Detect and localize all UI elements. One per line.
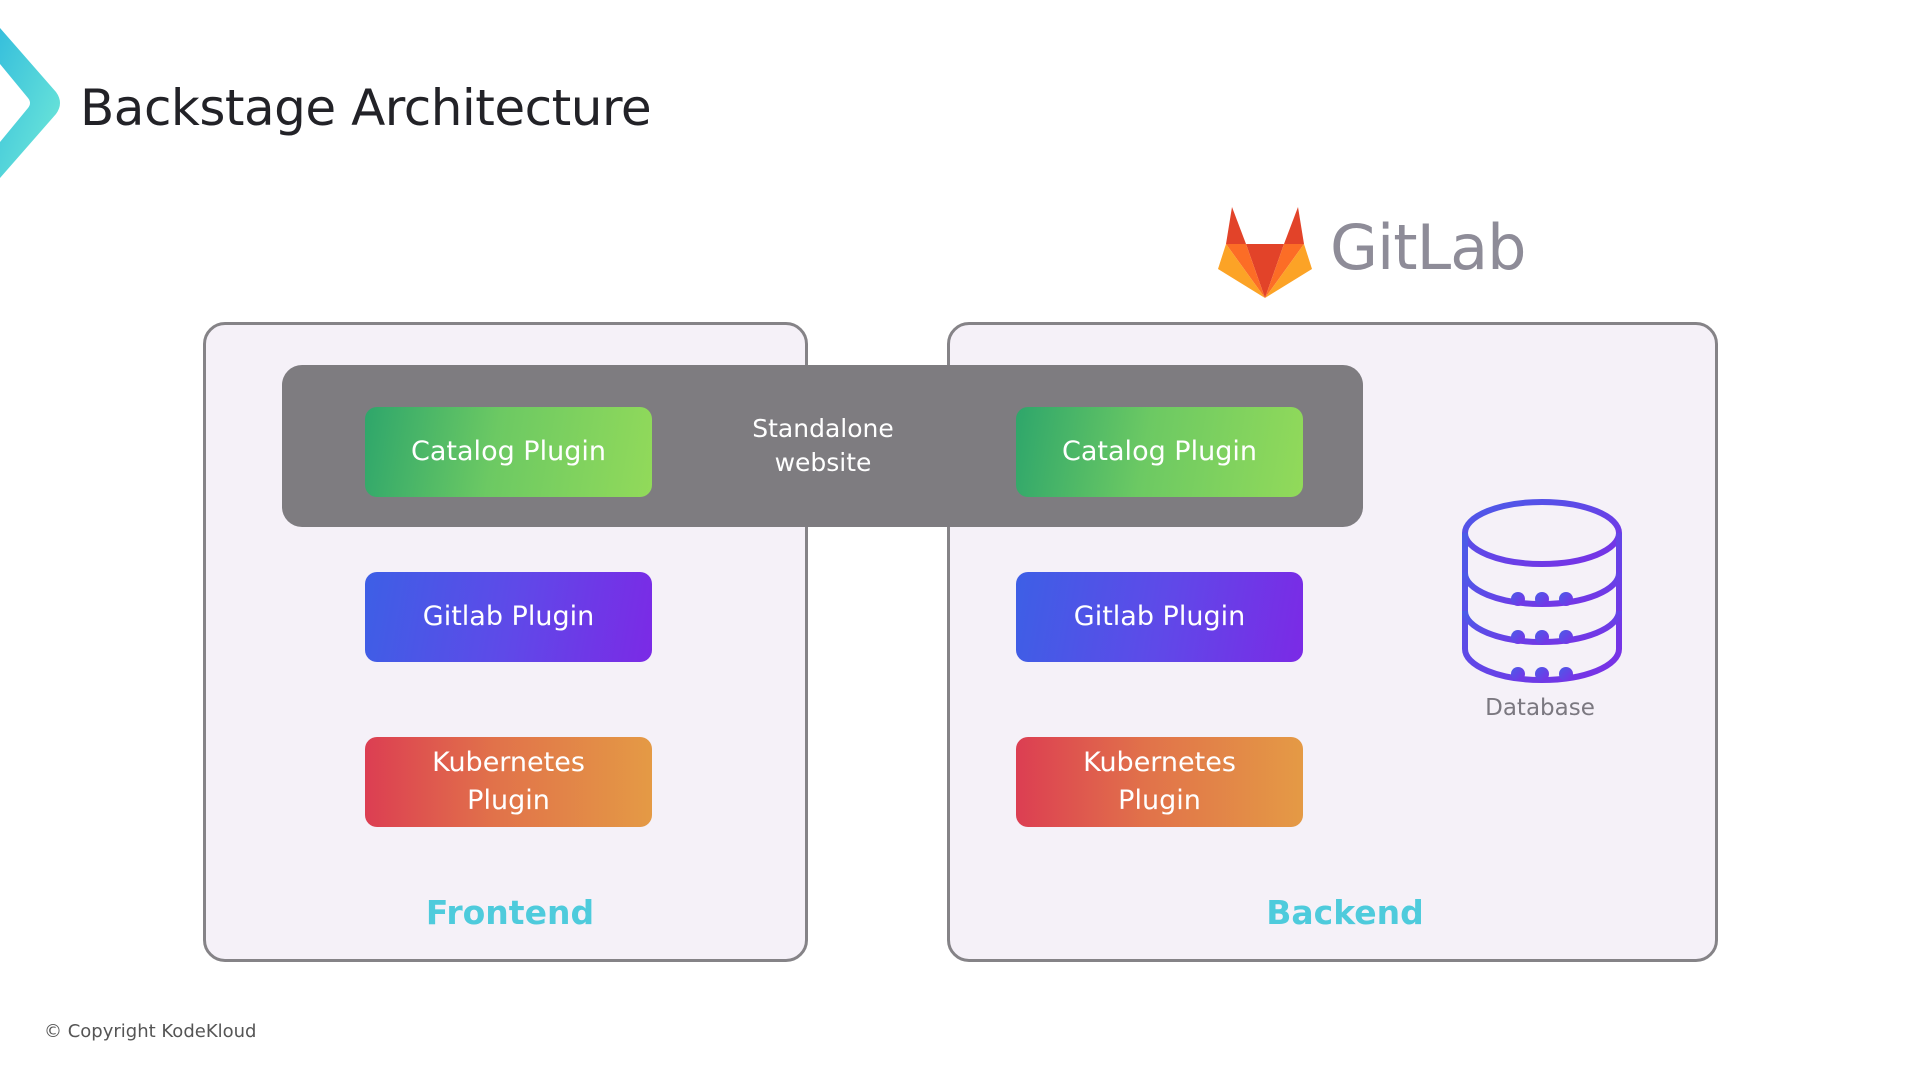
plugin-label-line-1: Kubernetes — [432, 747, 585, 778]
kodekloud-chevron-icon — [0, 28, 60, 178]
plugin-label: Catalog Plugin — [1062, 436, 1257, 467]
backend-catalog-plugin[interactable]: Catalog Plugin — [1016, 407, 1303, 497]
frontend-kubernetes-plugin[interactable]: Kubernetes Plugin — [365, 737, 652, 827]
slide-title: Backstage Architecture — [80, 79, 652, 137]
frontend-catalog-plugin[interactable]: Catalog Plugin — [365, 407, 652, 497]
plugin-label-line-1: Kubernetes — [1083, 747, 1236, 778]
gitlab-wordmark: GitLab — [1330, 211, 1526, 284]
frontend-label: Frontend — [425, 893, 595, 932]
database-icon — [1462, 499, 1622, 683]
copyright-notice: © Copyright KodeKloud — [44, 1021, 257, 1042]
plugin-label: Gitlab Plugin — [422, 601, 595, 632]
frontend-gitlab-plugin[interactable]: Gitlab Plugin — [365, 572, 652, 662]
standalone-website-label: Standalone website — [740, 412, 906, 480]
plugin-label-line-2: Plugin — [467, 785, 550, 816]
gitlab-tanuki-icon — [1218, 207, 1312, 298]
database-label: Database — [1485, 695, 1595, 721]
plugin-label: Catalog Plugin — [411, 436, 606, 467]
plugin-label-line-2: Plugin — [1118, 785, 1201, 816]
standalone-line-2: website — [774, 448, 872, 477]
divider-dashed-line — [879, 322, 886, 964]
backend-kubernetes-plugin[interactable]: Kubernetes Plugin — [1016, 737, 1303, 827]
standalone-line-1: Standalone — [752, 414, 894, 443]
backend-label: Backend — [1266, 893, 1424, 932]
plugin-label: Gitlab Plugin — [1073, 601, 1246, 632]
backend-gitlab-plugin[interactable]: Gitlab Plugin — [1016, 572, 1303, 662]
